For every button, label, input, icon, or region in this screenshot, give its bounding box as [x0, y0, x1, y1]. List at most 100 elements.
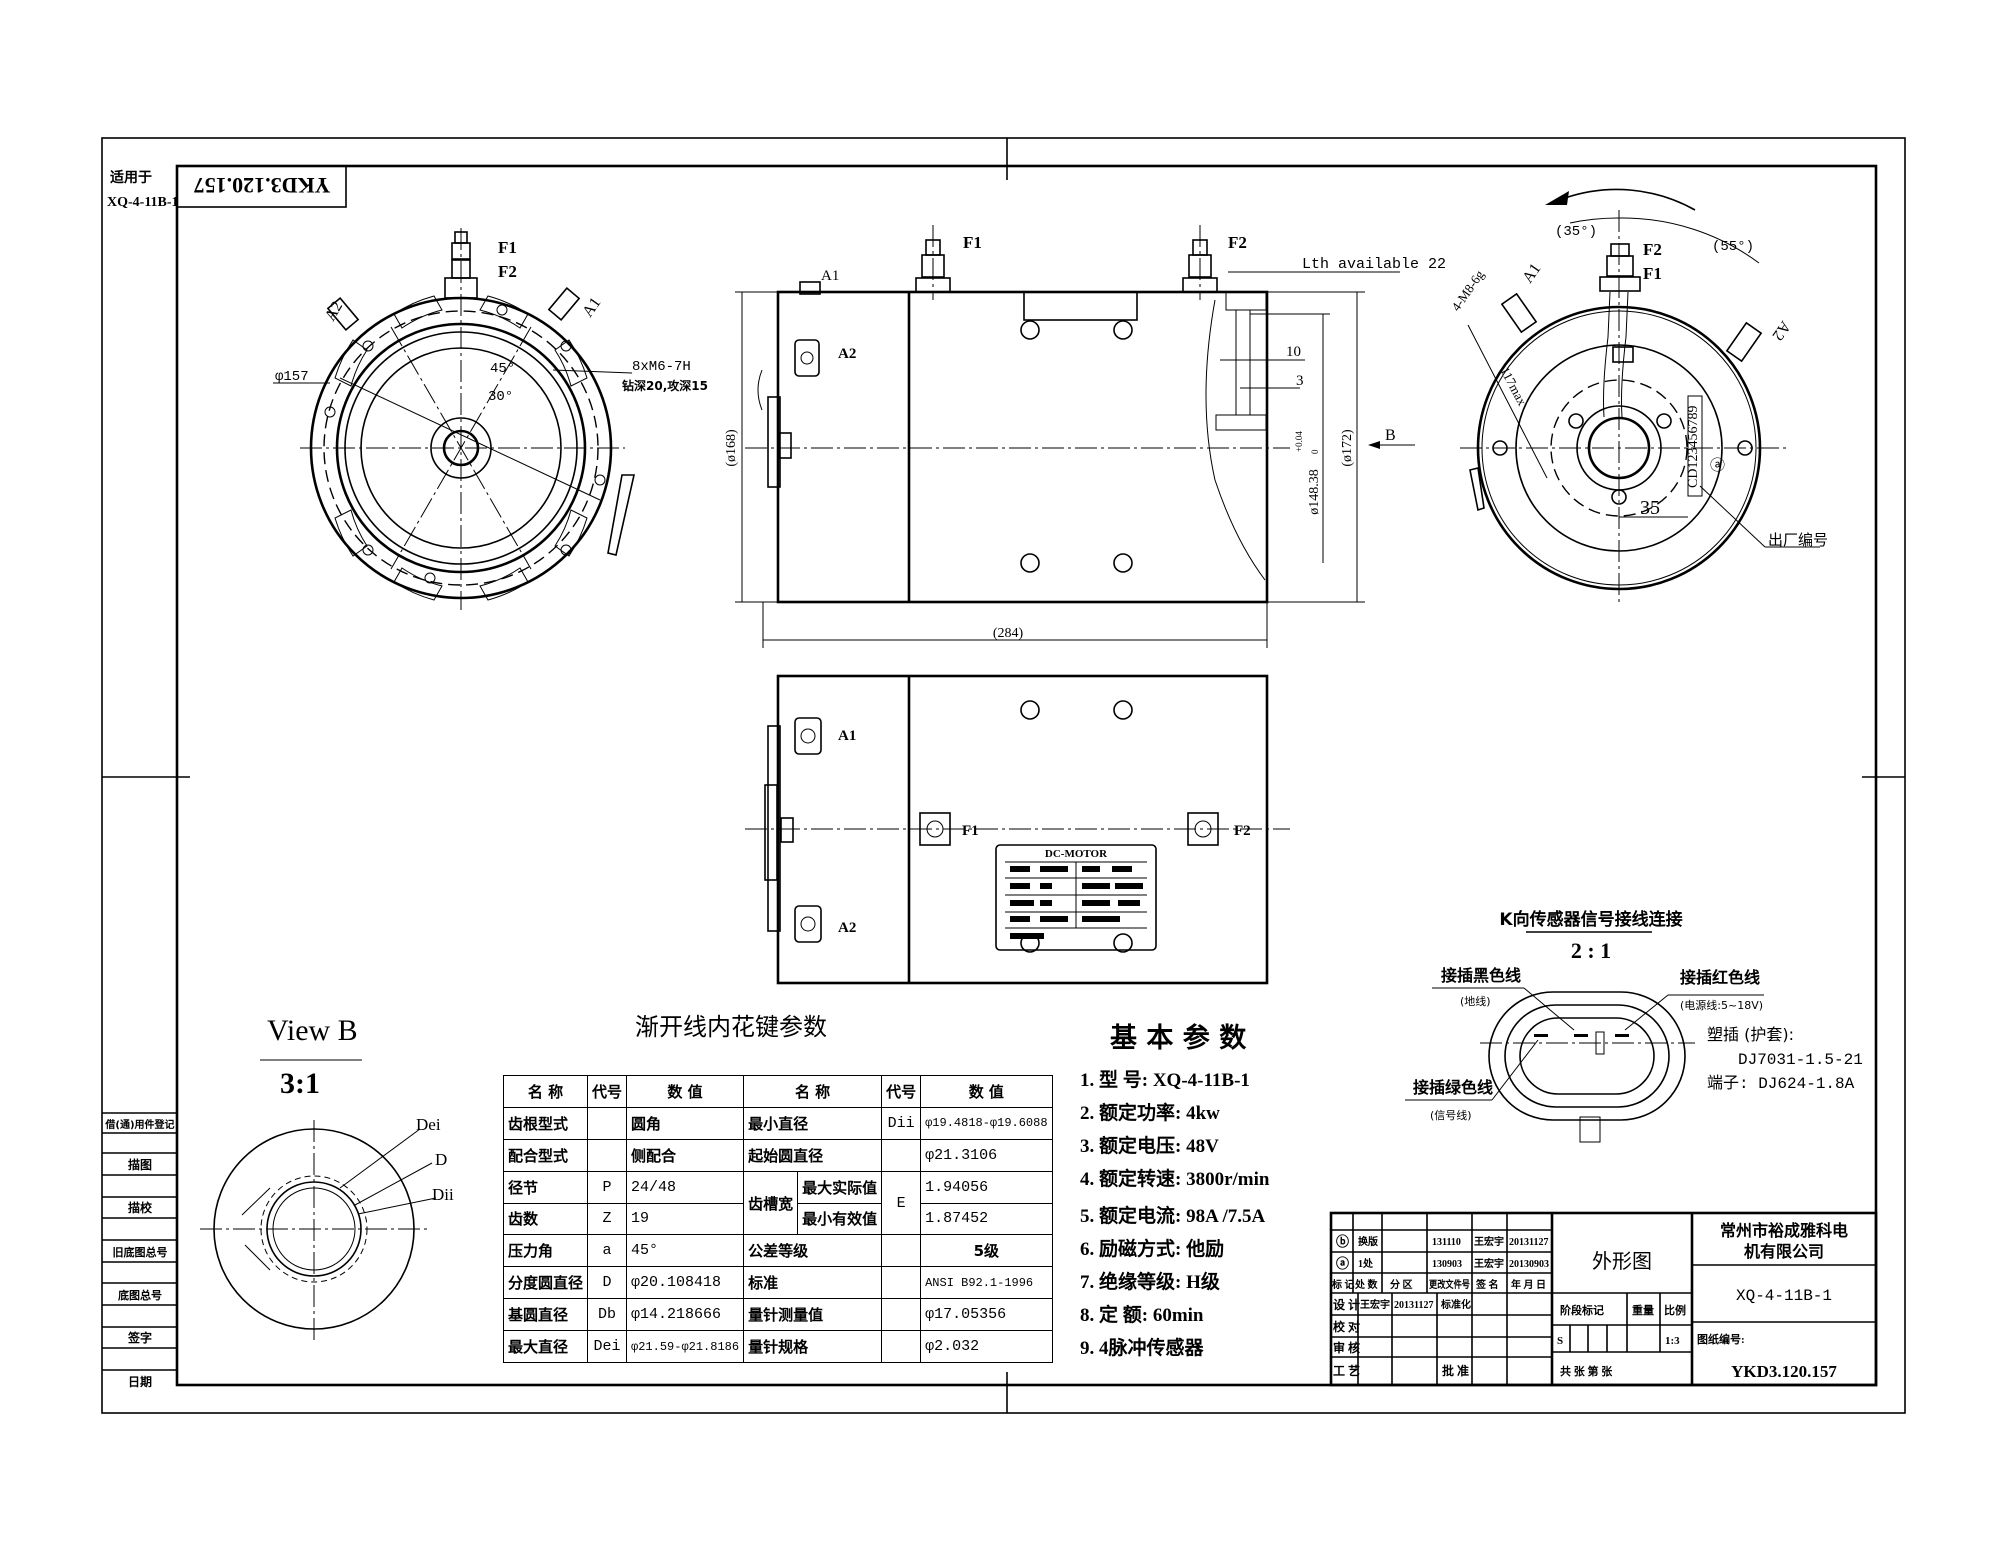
view-b-scale: 3:1	[280, 1067, 320, 1100]
cell: Dei	[587, 1330, 628, 1363]
weight-label: 重量	[1632, 1303, 1654, 1317]
front-angle-45: 45°	[490, 361, 515, 377]
basic-params-title: 基 本 参 数	[1110, 1022, 1247, 1054]
side-length: (284)	[993, 626, 1024, 641]
green-wire-label: 接插绿色线	[1413, 1078, 1493, 1097]
side-dim-3: 3	[1296, 373, 1304, 389]
connector-title: K向传感器信号接线连接	[1499, 909, 1682, 930]
side-dim-10: 10	[1286, 344, 1301, 360]
cell: 齿槽宽	[743, 1170, 799, 1236]
cell: P	[587, 1170, 628, 1204]
sheet-count: 共 张 第 张	[1560, 1364, 1613, 1378]
housing-label: 塑插 (护套):	[1707, 1025, 1794, 1044]
drawing-no-label: 图纸编号:	[1697, 1332, 1745, 1346]
param-item: 9. 4脉冲传感器	[1080, 1336, 1205, 1359]
cell: 侧配合	[626, 1138, 745, 1172]
cell: 起始圆直径	[743, 1138, 883, 1172]
company-line-2: 机有限公司	[1744, 1242, 1824, 1261]
param-item: 3. 额定电压: 48V	[1080, 1134, 1219, 1157]
cell: 5级	[920, 1234, 1053, 1268]
cell: E	[881, 1170, 922, 1236]
cell: 公差等级	[743, 1234, 883, 1268]
design-date: 20131127	[1394, 1300, 1433, 1311]
cell: 24/48	[626, 1170, 745, 1204]
header-cell: 代号	[587, 1075, 628, 1108]
nameplate	[995, 844, 1157, 951]
applies-to-model: XQ-4-11B-1	[107, 195, 179, 210]
side-lth-label: Lth available 22	[1302, 256, 1446, 273]
tb-header: 年 月 日	[1511, 1278, 1546, 1291]
inner-frame	[175, 164, 1878, 1387]
strip-label: 描图	[128, 1157, 152, 1172]
tb-header: 分 区	[1390, 1278, 1413, 1291]
strip-label: 借(通)用件登记	[104, 1118, 174, 1131]
rev-b-mark: ⓑ	[1336, 1234, 1349, 1249]
title-block	[1329, 1211, 1878, 1387]
view-b-dii: Dii	[432, 1185, 454, 1204]
rear-angle-35: (35°)	[1555, 224, 1597, 240]
cell: ANSI B92.1-1996	[920, 1266, 1053, 1300]
front-a1-label: A1	[579, 295, 604, 321]
view-b-d: D	[435, 1150, 447, 1169]
rev-b-date: 20131127	[1509, 1237, 1548, 1248]
left-strip: 借(通)用件登记 描图 描校 旧底图总号 底图总号 签字 日期	[102, 1112, 177, 1389]
connector-scale: 2 : 1	[1571, 938, 1611, 963]
side-a1-label: A1	[821, 268, 839, 284]
rear-a1-label: A1	[1519, 261, 1544, 287]
rev-a-doc: 130903	[1432, 1259, 1462, 1270]
red-wire-label: 接插红色线	[1680, 968, 1760, 987]
view-b-title: View B	[267, 1014, 358, 1047]
revision-rows: ⓑ 换版 131110 王宏宇 20131127 ⓐ 1处 130903 王宏宇…	[1331, 1234, 1745, 1378]
side-view	[735, 225, 1415, 648]
cell: 分度圆直径	[502, 1266, 589, 1300]
view-b-drawing	[200, 1059, 437, 1340]
top-a1-label: A1	[838, 728, 856, 744]
rev-b-desc: 换版	[1358, 1235, 1378, 1248]
cell: 最小有效值	[797, 1202, 883, 1236]
rear-f2-label: F2	[1643, 240, 1662, 259]
company-line-1: 常州市裕成雅科电	[1720, 1221, 1848, 1240]
strip-label: 底图总号	[118, 1288, 162, 1302]
top-f1-label: F1	[962, 823, 979, 839]
model-number: XQ-4-11B-1	[1736, 1287, 1832, 1305]
rear-max-len: 117max	[1497, 364, 1530, 408]
front-diameter-label: φ157	[275, 369, 309, 385]
strip-label: 签字	[127, 1330, 152, 1345]
spline-table-title: 渐开线内花键参数	[635, 1013, 827, 1041]
tb-header: 签 名	[1475, 1278, 1499, 1291]
check-label: 校 对	[1333, 1319, 1360, 1334]
rear-view	[1460, 188, 1820, 605]
process-label: 工 艺	[1333, 1363, 1360, 1378]
cell: 最小直径	[743, 1106, 883, 1140]
side-dia-168: (ø168)	[724, 429, 739, 467]
side-dia-172: (ø172)	[1340, 429, 1355, 467]
side-tol-lower: 0	[1310, 449, 1320, 454]
param-item: 4. 额定转速: 3800r/min	[1080, 1167, 1270, 1190]
cell: 配合型式	[502, 1138, 589, 1172]
cell: D	[587, 1266, 628, 1300]
strip-label: 描校	[128, 1200, 153, 1215]
rear-angle-55: (55°)	[1712, 239, 1754, 255]
cell	[881, 1330, 922, 1363]
cell: a	[587, 1234, 628, 1268]
housing-part: DJ7031-1.5-21	[1738, 1051, 1863, 1069]
header-cell: 名 称	[743, 1075, 883, 1108]
outer-border	[101, 137, 1906, 1414]
applies-to-label: 适用于	[110, 169, 152, 186]
black-wire-label: 接插黑色线	[1441, 966, 1521, 985]
front-a2-label: A2	[322, 299, 347, 324]
side-tol-upper: +0.04	[1294, 431, 1304, 452]
cell: 圆角	[626, 1106, 745, 1140]
rev-a-mark: ⓐ	[1336, 1256, 1349, 1271]
tb-header: 更改文件号	[1429, 1278, 1470, 1291]
cell: Db	[587, 1298, 628, 1331]
drawing-name: 外形图	[1592, 1249, 1652, 1273]
standard-label: 标准化	[1440, 1298, 1471, 1311]
